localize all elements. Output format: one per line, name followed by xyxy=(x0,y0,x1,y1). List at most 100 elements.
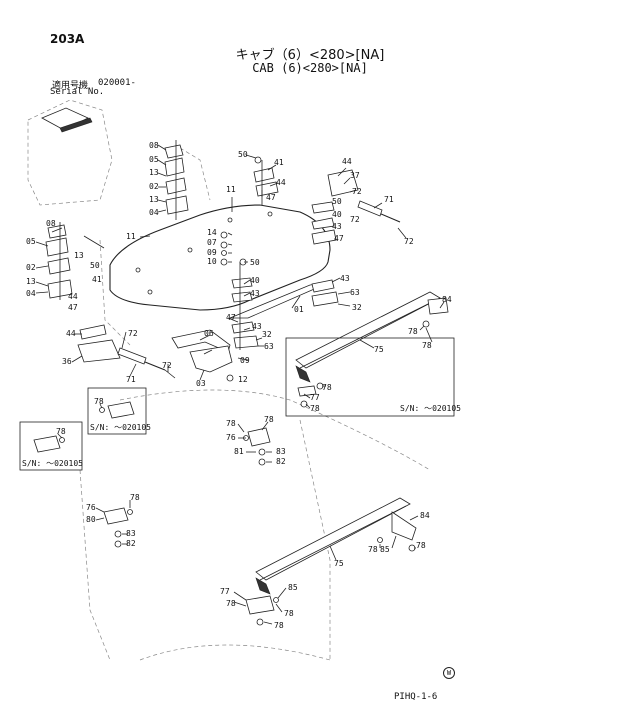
callout-13: 13 xyxy=(149,168,159,177)
callout-78: 78 xyxy=(130,493,140,502)
callout-09: 09 xyxy=(207,248,217,257)
bracket-group-left xyxy=(45,222,105,300)
callout-72: 72 xyxy=(352,187,362,196)
callout-05: 05 xyxy=(26,237,36,246)
callout-36: 36 xyxy=(62,357,72,366)
callout-47: 47 xyxy=(226,313,236,322)
callout-50: 50 xyxy=(238,150,248,159)
page-number: 203A xyxy=(50,32,85,46)
callout-32: 32 xyxy=(262,330,272,339)
callout-75: 75 xyxy=(334,559,344,568)
callout-11: 11 xyxy=(226,185,236,194)
callout-76: 76 xyxy=(86,503,96,512)
callout-43: 43 xyxy=(252,322,262,331)
cab-thumbnail-icon xyxy=(27,99,113,206)
callout-78: 78 xyxy=(264,415,274,424)
callout-labels: 08 05 13 02 13 04 08 05 13 02 50 41 13 0… xyxy=(22,141,461,630)
callout-77: 77 xyxy=(220,587,230,596)
callout-78: 78 xyxy=(56,427,66,436)
callout-82: 82 xyxy=(126,539,136,548)
callout-14: 14 xyxy=(207,228,217,237)
callout-78: 78 xyxy=(310,404,320,413)
callout-43: 43 xyxy=(250,289,260,298)
callout-47: 47 xyxy=(334,234,344,243)
callout-09: 09 xyxy=(240,356,250,365)
callout-84: 84 xyxy=(420,511,430,520)
callout-76: 76 xyxy=(226,433,236,442)
callout-40: 40 xyxy=(332,210,342,219)
bracket-lower-left xyxy=(103,507,133,548)
callout-13: 13 xyxy=(26,277,36,286)
callout-82: 82 xyxy=(276,457,286,466)
callout-02: 02 xyxy=(26,263,36,272)
callout-50: 50 xyxy=(250,258,260,267)
callout-44: 44 xyxy=(342,157,352,166)
callout-37: 37 xyxy=(350,171,360,180)
callout-05: 05 xyxy=(149,155,159,164)
callout-43: 43 xyxy=(332,222,342,231)
callout-85: 85 xyxy=(288,583,298,592)
page-code: PIHQ-1-6 xyxy=(394,692,438,702)
callout-80: 80 xyxy=(86,515,96,524)
rail-lower xyxy=(245,497,417,626)
callout-47: 47 xyxy=(266,193,276,202)
detail-box-right xyxy=(285,337,455,417)
callout-78: 78 xyxy=(94,397,104,406)
bracket-cluster-top-middle xyxy=(253,156,279,205)
callout-50: 50 xyxy=(90,261,100,270)
bracket-mid xyxy=(243,427,271,466)
leader-lines xyxy=(35,144,445,625)
callout-83: 83 xyxy=(126,529,136,538)
callout-13: 13 xyxy=(74,251,84,260)
serial-label-japanese: 適用号機 xyxy=(52,81,89,91)
callout-44: 44 xyxy=(68,292,78,301)
callout-81: 81 xyxy=(234,447,244,456)
sn-label-mid: S/N: ～020105 xyxy=(90,423,151,432)
callout-02: 02 xyxy=(149,182,159,191)
callout-41: 41 xyxy=(92,275,102,284)
gas-strut-lower-left xyxy=(77,324,176,379)
callout-72: 72 xyxy=(350,215,360,224)
callout-06: 06 xyxy=(204,329,214,338)
sn-label-right: S/N: ～020105 xyxy=(400,404,461,413)
callout-78: 78 xyxy=(274,621,284,630)
callout-78: 78 xyxy=(284,609,294,618)
callout-12: 12 xyxy=(238,375,248,384)
callout-32: 32 xyxy=(352,303,362,312)
callout-11: 11 xyxy=(126,232,136,241)
callout-78: 78 xyxy=(408,327,418,336)
callout-63: 63 xyxy=(264,342,274,351)
callout-03: 03 xyxy=(196,379,206,388)
callout-78: 78 xyxy=(422,341,432,350)
callout-01: 01 xyxy=(294,305,304,314)
callout-72: 72 xyxy=(128,329,138,338)
callout-47: 47 xyxy=(68,303,78,312)
callout-13: 13 xyxy=(149,195,159,204)
callout-78: 78 xyxy=(368,545,378,554)
callout-08: 08 xyxy=(149,141,159,150)
callout-78: 78 xyxy=(322,383,332,392)
detail-box-mid xyxy=(87,387,147,435)
callout-75: 75 xyxy=(374,345,384,354)
revision-mark-icon: W xyxy=(443,667,455,679)
callout-71: 71 xyxy=(126,375,136,384)
bracket-group-upper xyxy=(164,140,189,220)
callout-07: 07 xyxy=(207,238,217,247)
callout-63: 63 xyxy=(350,288,360,297)
callout-77: 77 xyxy=(310,393,320,402)
callout-04: 04 xyxy=(149,208,159,217)
callout-72: 72 xyxy=(162,361,172,370)
callout-71: 71 xyxy=(384,195,394,204)
callout-84: 84 xyxy=(442,295,452,304)
callout-78: 78 xyxy=(416,541,426,550)
callout-85: 85 xyxy=(380,545,390,554)
callout-78: 78 xyxy=(226,419,236,428)
bracket-center-lower xyxy=(171,329,234,382)
diagram-title-english: CAB (6)<280>[NA] xyxy=(252,61,368,75)
callout-08: 08 xyxy=(46,219,56,228)
callout-83: 83 xyxy=(276,447,286,456)
callout-72: 72 xyxy=(404,237,414,246)
serial-label-english: Serial No. xyxy=(50,87,105,97)
callout-44: 44 xyxy=(276,178,286,187)
